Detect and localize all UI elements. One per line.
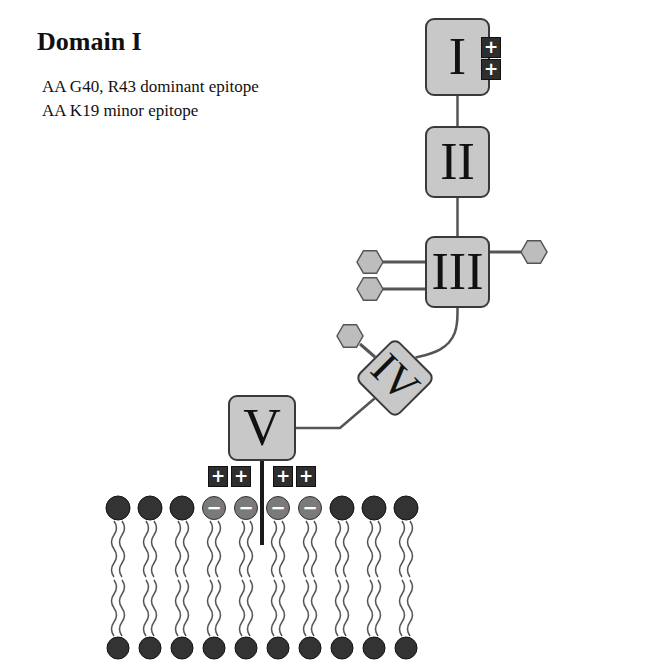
- positive-charge: +: [481, 59, 501, 80]
- domain-linker: [296, 399, 374, 428]
- glycan-link: [360, 344, 375, 357]
- anionic-lipid-head: −: [202, 496, 226, 520]
- epitope-note: AA K19 minor epitope: [42, 101, 198, 121]
- node-label: −: [270, 499, 285, 517]
- domain-box: V: [228, 395, 296, 461]
- positive-charge: +: [481, 37, 501, 58]
- anionic-lipid-head: −: [266, 496, 290, 520]
- membrane-anchor: [260, 461, 264, 545]
- node-label: +: [276, 468, 290, 485]
- epitope-note: AA G40, R43 dominant epitope: [42, 77, 259, 97]
- domain-linker: [456, 198, 459, 236]
- anionic-lipid-head: −: [298, 496, 322, 520]
- node-label: −: [238, 499, 253, 517]
- domain-linker: [456, 96, 459, 126]
- glycan-link: [383, 261, 425, 264]
- positive-charge: +: [231, 466, 251, 487]
- node-label: −: [206, 499, 221, 517]
- diagram-title: Domain I: [37, 28, 142, 57]
- glycan-hexagon: [337, 325, 363, 348]
- node-label: +: [234, 468, 248, 485]
- node-label: +: [211, 468, 225, 485]
- node-label: +: [484, 39, 498, 56]
- domain-box: III: [425, 236, 490, 308]
- node-label: II: [440, 136, 475, 188]
- node-label: +: [299, 468, 313, 485]
- glycan-link: [490, 251, 521, 254]
- node-label: +: [484, 61, 498, 78]
- positive-charge: +: [208, 466, 228, 487]
- node-label: V: [243, 402, 281, 454]
- glycan-hexagon: [357, 251, 383, 274]
- positive-charge: +: [296, 466, 316, 487]
- domain-linker: [416, 308, 458, 357]
- glycan-hexagon: [357, 278, 383, 301]
- domain-box: II: [425, 126, 490, 198]
- node-label: I: [449, 31, 466, 83]
- glycan-hexagon: [521, 241, 547, 264]
- node-label: −: [302, 499, 317, 517]
- positive-charge: +: [273, 466, 293, 487]
- glycan-link: [383, 288, 425, 291]
- node-label: III: [432, 246, 484, 298]
- anionic-lipid-head: −: [234, 496, 258, 520]
